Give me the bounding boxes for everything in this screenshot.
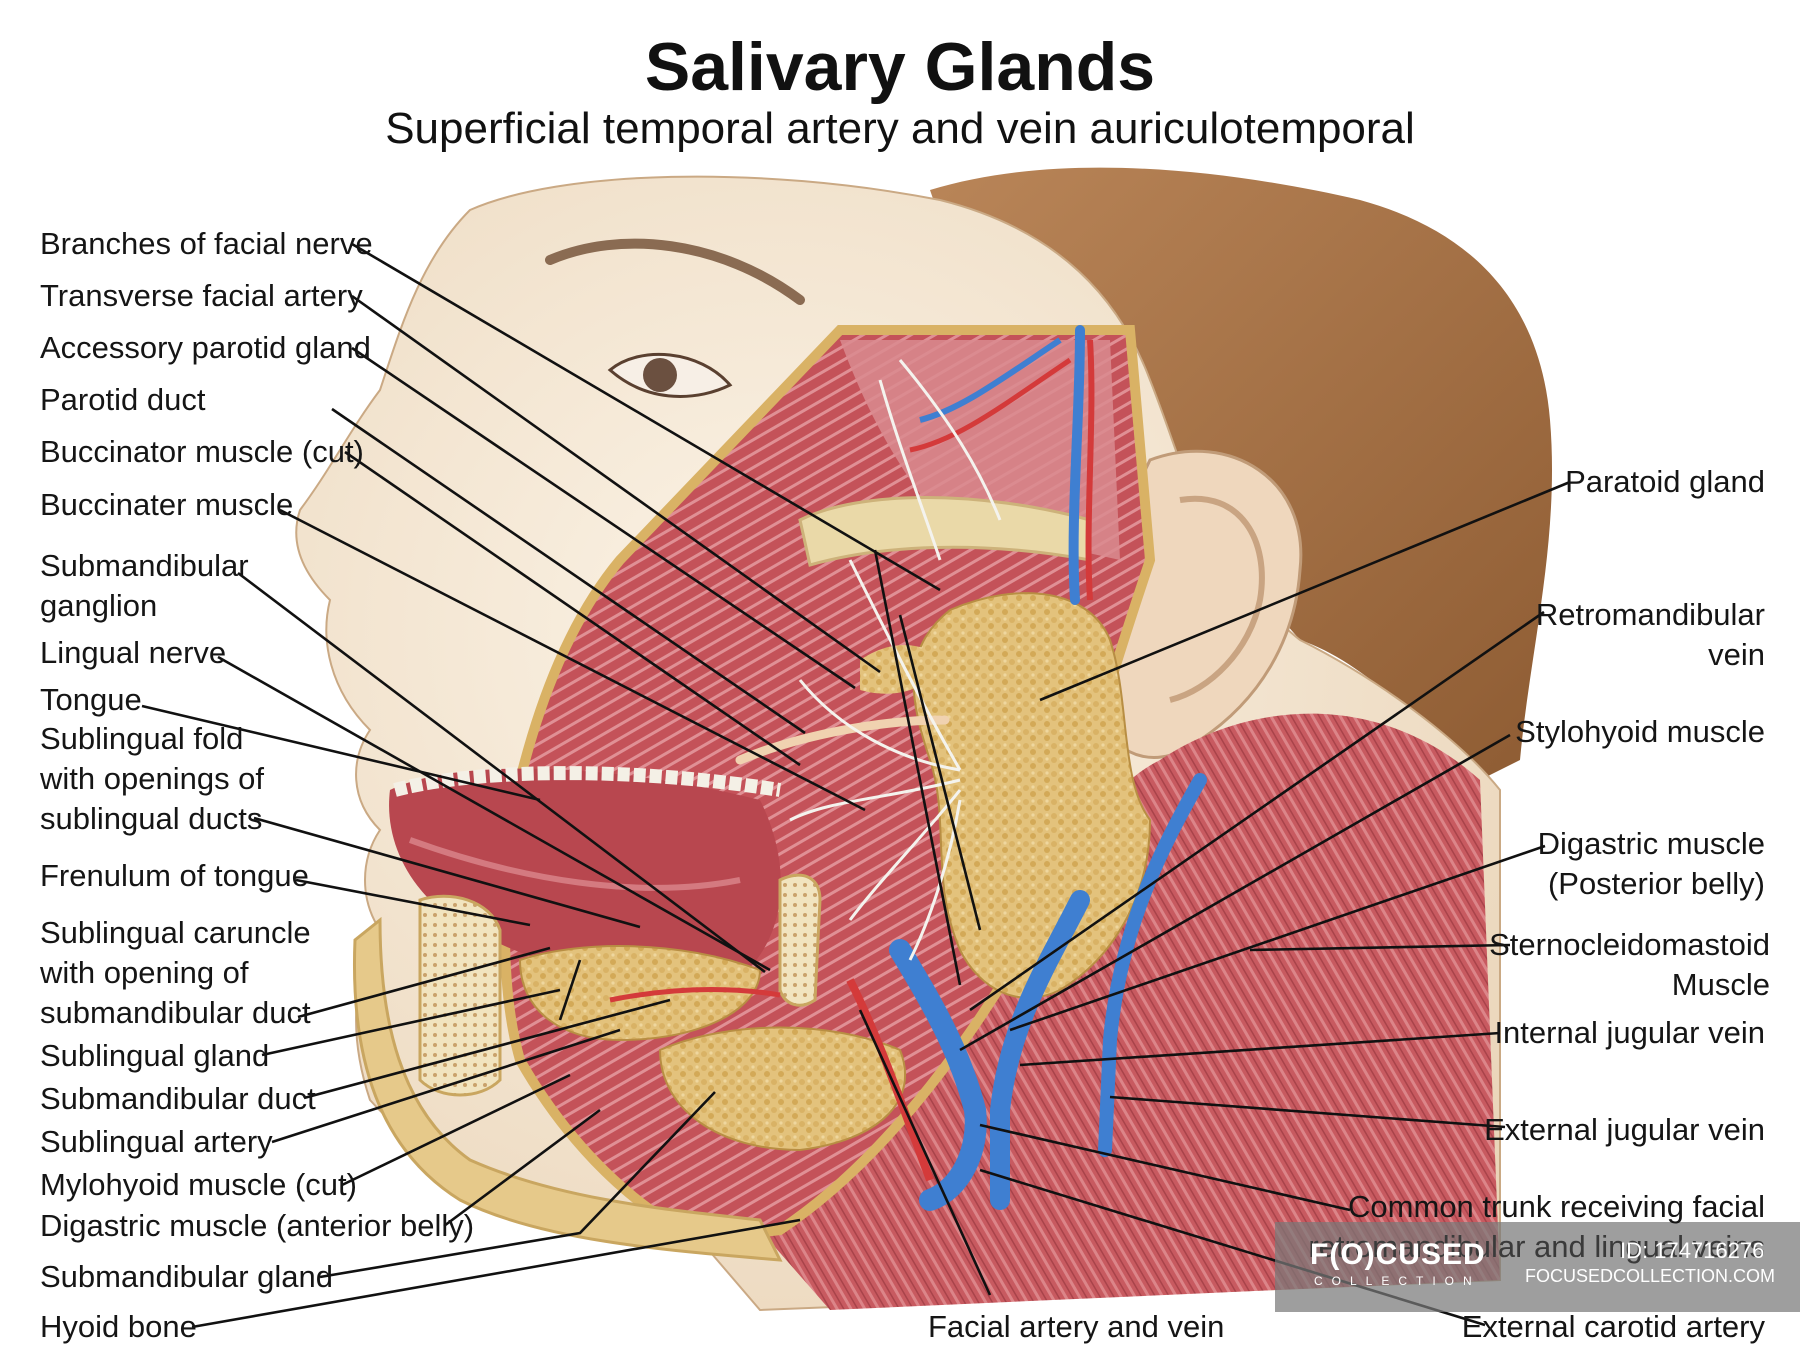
label-transverse-facial-artery: Transverse facial artery xyxy=(40,278,363,313)
hyoid-bone-shape xyxy=(778,873,822,1007)
mandible-shape xyxy=(352,916,783,1262)
label-sublingual-artery: Sublingual artery xyxy=(40,1124,273,1159)
leader-retromandibular-vein xyxy=(969,610,1545,1012)
label-sublingual-fold-line3: sublingual ducts xyxy=(40,801,263,836)
leader-internal-jugular-vein xyxy=(1019,1031,1501,1067)
leader-accessory-parotid-gland xyxy=(351,346,856,690)
label-sublingual-fold-line1: Sublingual fold xyxy=(40,721,244,756)
label-sublingual-gland: Sublingual gland xyxy=(40,1038,270,1073)
leader-buccinator-muscle-cut xyxy=(344,450,801,767)
leader-sublingual-artery xyxy=(271,1028,621,1144)
leader-lines xyxy=(141,242,1571,1329)
leader-sublingual-gland-b xyxy=(558,959,582,1021)
label-stylohyoid-muscle: Stylohyoid muscle xyxy=(1515,714,1765,749)
watermark-sub: COLLECTION xyxy=(1314,1274,1481,1288)
label-facial-artery-and-vein: Facial artery and vein xyxy=(928,1309,1225,1344)
leader-tongue xyxy=(141,704,541,802)
internal-jugular-vein-shape xyxy=(990,890,1090,1210)
leader-paratoid-gland xyxy=(1039,480,1571,702)
retromandibular-vein-shape xyxy=(1068,325,1085,605)
iris-shape xyxy=(643,358,677,392)
leader-sublingual-caruncle xyxy=(297,946,551,1019)
label-buccinator-muscle-cut: Buccinator muscle (cut) xyxy=(40,434,364,469)
leader-facial-artery-and-vein xyxy=(858,1009,992,1296)
watermark-id: ID: 174716276 xyxy=(1620,1238,1765,1263)
label-retromandibular-vein-line1: Retromandibular xyxy=(1535,597,1765,632)
label-internal-jugular-vein: Internal jugular vein xyxy=(1494,1015,1765,1050)
mandible-cut-bone-shape xyxy=(418,894,502,1097)
diagram-title: Salivary Glands xyxy=(644,29,1156,105)
common-facial-vein-shape xyxy=(889,939,987,1211)
leader-sublingual-gland xyxy=(261,988,561,1057)
watermark-box xyxy=(1275,1222,1800,1312)
leader-external-jugular-vein xyxy=(1109,1095,1506,1129)
label-sternocleidomastoid-line2: Muscle xyxy=(1671,967,1770,1002)
label-sublingual-caruncle-line1: Sublingual caruncle xyxy=(40,915,311,950)
leader-submandibular-duct xyxy=(303,998,671,1100)
label-retromandibular-vein-line2: vein xyxy=(1708,637,1765,672)
label-common-trunk-line1: Common trunk receiving facial xyxy=(1348,1189,1765,1224)
watermark-logo: F(O)CUSED xyxy=(1310,1238,1486,1271)
label-sublingual-fold-line2: with openings of xyxy=(40,761,265,796)
label-branches-of-facial-nerve: Branches of facial nerve xyxy=(40,226,373,261)
leader-frenulum-of-tongue xyxy=(295,878,531,927)
label-external-carotid-artery: External carotid artery xyxy=(1461,1309,1765,1344)
label-mylohyoid-muscle-cut: Mylohyoid muscle (cut) xyxy=(40,1167,357,1202)
label-digastric-anterior-belly: Digastric muscle (anterior belly) xyxy=(40,1208,475,1243)
leader-digastric-anterior-belly xyxy=(443,1108,601,1228)
label-sublingual-caruncle-line3: submandibular duct xyxy=(40,995,311,1030)
parotid-duct-shape xyxy=(735,715,950,765)
leader-facial-artery-vein-b xyxy=(873,549,962,986)
leader-hyoid-bone xyxy=(191,1218,801,1329)
leader-submandibular-gland xyxy=(319,1091,716,1279)
eyebrow-shape xyxy=(545,238,805,305)
label-common-trunk-line2: retromandibular and lingual veins xyxy=(1308,1229,1765,1264)
label-submandibular-ganglion-line2: ganglion xyxy=(40,588,158,623)
leader-parotid-duct xyxy=(331,407,806,735)
leader-branches-of-facial-nerve xyxy=(351,242,941,592)
label-submandibular-ganglion-line1: Submandibular xyxy=(40,548,249,583)
submandibular-gland-shape xyxy=(658,1026,906,1152)
diagram-subtitle: Superficial temporal artery and vein aur… xyxy=(385,104,1415,153)
label-paratoid-gland: Paratoid gland xyxy=(1565,464,1765,499)
leader-buccinater-muscle xyxy=(279,508,866,812)
label-parotid-duct: Parotid duct xyxy=(40,382,206,417)
leader-digastric-posterior-belly xyxy=(1009,844,1546,1032)
leader-mylohyoid-muscle-cut xyxy=(341,1073,571,1187)
watermark-url: FOCUSEDCOLLECTION.COM xyxy=(1525,1266,1776,1286)
leader-transverse-facial-artery xyxy=(351,294,881,674)
label-frenulum-of-tongue: Frenulum of tongue xyxy=(40,858,309,893)
label-submandibular-gland: Submandibular gland xyxy=(40,1259,333,1294)
label-buccinater-muscle: Buccinater muscle xyxy=(40,487,294,522)
leader-lingual-nerve xyxy=(217,655,771,972)
leader-facial-artery-vein-c xyxy=(898,614,982,931)
label-submandibular-duct: Submandibular duct xyxy=(40,1081,316,1116)
superficial-temporal-artery-shape xyxy=(1085,339,1095,601)
external-jugular-vein-shape xyxy=(1098,773,1207,1157)
leader-sternocleidomastoid xyxy=(1249,943,1511,952)
label-digastric-posterior-belly-line2: (Posterior belly) xyxy=(1547,866,1765,901)
label-hyoid-bone: Hyoid bone xyxy=(40,1309,197,1344)
leader-sublingual-fold xyxy=(253,816,641,929)
neck-muscles-shape xyxy=(760,713,1500,1310)
leader-stylohyoid-muscle xyxy=(959,733,1511,1052)
label-tongue: Tongue xyxy=(40,682,142,717)
label-digastric-posterior-belly-line1: Digastric muscle xyxy=(1537,826,1765,861)
facial-artery-shape xyxy=(846,978,934,1182)
label-lingual-nerve: Lingual nerve xyxy=(40,635,227,670)
label-accessory-parotid-gland: Accessory parotid gland xyxy=(40,330,371,365)
leader-common-trunk xyxy=(979,1123,1351,1212)
label-external-jugular-vein: External jugular vein xyxy=(1484,1112,1765,1147)
leader-submandibular-ganglion xyxy=(237,571,766,974)
label-sublingual-caruncle-line2: with opening of xyxy=(40,955,249,990)
facial-nerve-branches xyxy=(789,359,1002,961)
label-sternocleidomastoid-line1: Sternocleidomastoid xyxy=(1489,927,1770,962)
